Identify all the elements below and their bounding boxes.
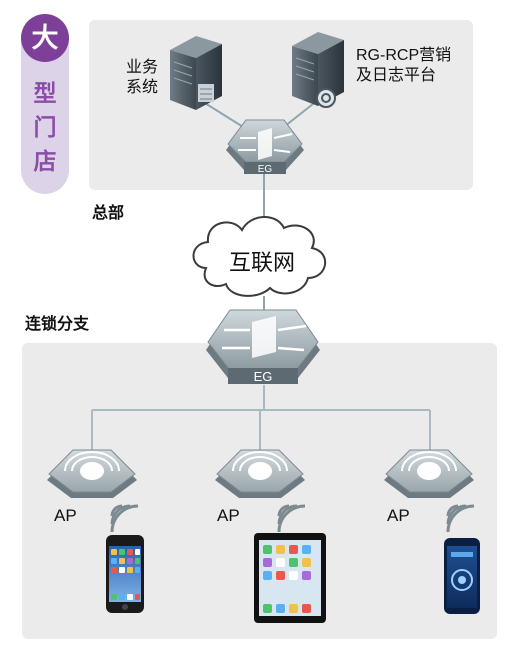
hq-gateway-label: EG	[258, 164, 273, 175]
android-phone-icon	[444, 538, 480, 614]
branch-gateway-icon	[206, 309, 320, 384]
smartphone-icon	[106, 535, 144, 613]
ap-label: AP	[217, 506, 240, 525]
hq-gateway-icon	[226, 119, 304, 174]
store-type-text: 型门店	[33, 80, 57, 174]
internet-cloud-icon	[192, 216, 327, 297]
rcp-platform-line2: 及日志平台	[356, 67, 437, 84]
internet-label: 互联网	[229, 250, 295, 275]
tablet-icon	[254, 533, 326, 623]
business-system-label: 业务 系统	[126, 58, 166, 98]
wifi-signal-icon	[110, 504, 139, 533]
headquarters-label: 总部	[92, 205, 125, 222]
business-system-line1: 业务	[126, 59, 159, 76]
branch-gateway-label: EG	[254, 369, 273, 384]
store-type-badge: 大	[21, 14, 69, 62]
access-point-icon	[215, 449, 305, 498]
ap-label: AP	[387, 506, 410, 525]
ap-label: AP	[54, 506, 77, 525]
business-server-icon	[170, 36, 222, 110]
store-type-label: 型门店	[21, 76, 69, 178]
rcp-server-icon	[292, 32, 344, 108]
rcp-platform-line1: RG-RCP营销	[356, 47, 452, 64]
wifi-signal-icon	[277, 504, 306, 533]
access-point-icon	[47, 449, 137, 498]
branch-label: 连锁分支	[25, 316, 90, 333]
wifi-signal-icon	[446, 504, 475, 533]
access-point-icon	[384, 449, 474, 498]
branch-links	[91, 385, 431, 455]
business-system-line2: 系统	[126, 79, 159, 96]
rcp-platform-label: RG-RCP营销 及日志平台	[356, 46, 476, 86]
